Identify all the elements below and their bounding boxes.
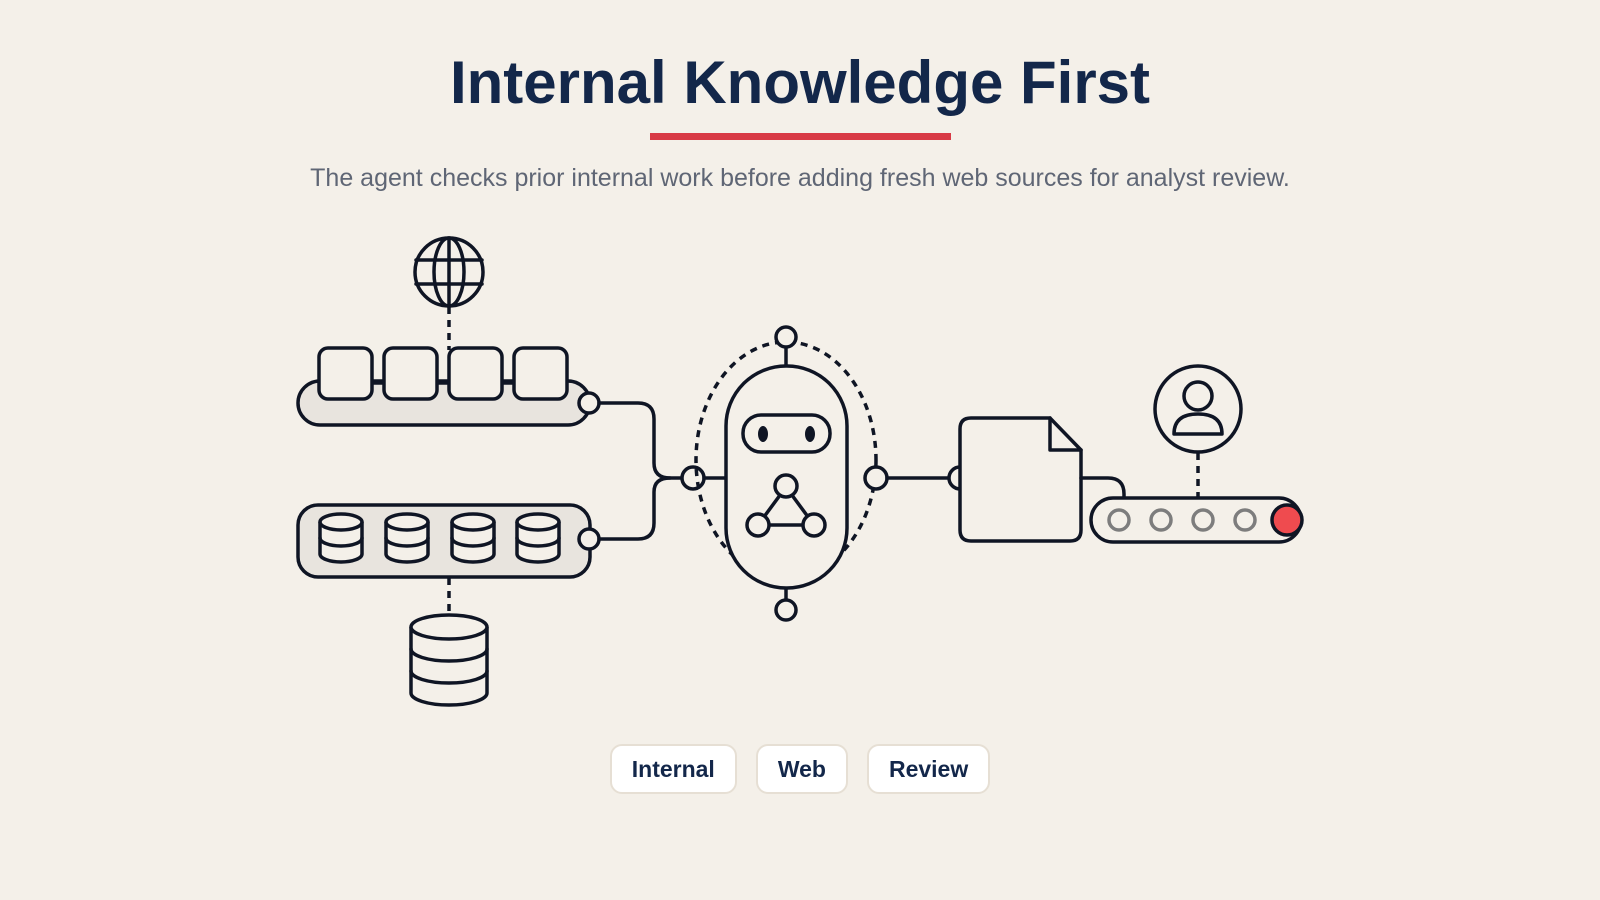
legend-chips: Internal Web Review	[0, 744, 1600, 794]
page-title: Internal Knowledge First	[449, 49, 1151, 116]
web-to-agent-link	[597, 401, 685, 480]
progress-step	[1107, 508, 1131, 532]
database-icon	[450, 512, 496, 564]
progress-step	[1233, 508, 1257, 532]
database-icon	[409, 613, 489, 707]
web-chip[interactable]: Web	[755, 744, 848, 794]
internal-to-agent-link	[597, 476, 672, 541]
database-icon	[384, 512, 430, 564]
user-icon	[1153, 364, 1243, 454]
progress-step	[1191, 508, 1215, 532]
title-underline	[650, 133, 951, 140]
web-result-card	[382, 346, 439, 401]
review-group	[1089, 364, 1304, 544]
connector-node	[577, 527, 601, 551]
connector-node	[577, 391, 601, 415]
document-icon	[958, 416, 1083, 543]
web-result-card	[512, 346, 569, 401]
globe-icon	[413, 236, 485, 308]
web-result-card	[447, 346, 504, 401]
progress-step	[1149, 508, 1173, 532]
document-to-review-link	[1079, 476, 1126, 502]
page-subtitle: The agent checks prior internal work bef…	[310, 164, 1290, 192]
review-chip[interactable]: Review	[866, 744, 991, 794]
review-progress-track	[1089, 496, 1303, 544]
web-result-card	[317, 346, 374, 401]
web-source-group	[296, 236, 601, 427]
robot-agent-icon	[694, 325, 889, 622]
connector-node	[680, 465, 706, 491]
internal-chip[interactable]: Internal	[609, 744, 737, 794]
progress-step-active	[1270, 503, 1304, 537]
database-icon	[318, 512, 364, 564]
internal-source-group	[296, 503, 601, 707]
database-icon	[515, 512, 561, 564]
